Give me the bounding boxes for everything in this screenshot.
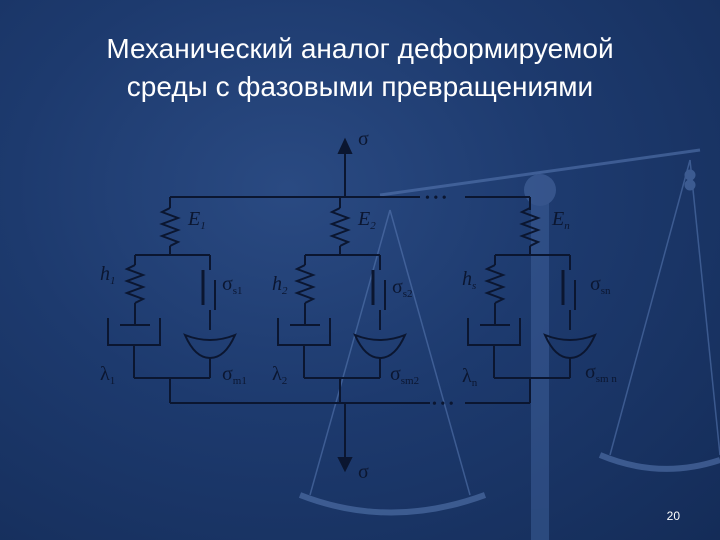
- scale-pan-left: [298, 492, 487, 516]
- label-E1: E1: [187, 208, 206, 232]
- label-sigma-sn: σsn: [590, 273, 611, 297]
- branch-3: [466, 195, 597, 405]
- branch-1: [107, 197, 237, 403]
- scale-string-left-b: [389, 209, 471, 496]
- sigma-bottom-label: σ: [358, 461, 369, 483]
- label-lambda1: λ1: [100, 363, 115, 387]
- label-lambdan: λn: [462, 365, 478, 389]
- scale-pivot: [524, 174, 556, 206]
- slide-number: 20: [666, 509, 680, 523]
- sigma-top-label: σ: [358, 128, 369, 150]
- ellipsis-bottom: • • •: [432, 397, 454, 412]
- title-line-1: Механический аналог деформируемой: [106, 33, 614, 64]
- sigma-arrow-up: [337, 137, 353, 154]
- label-h1: h1: [100, 263, 116, 287]
- sigma-arrow-down: [337, 457, 353, 473]
- slide-title: Механический аналог деформируемой среды …: [0, 30, 720, 106]
- label-sigma-smn: σsm n: [585, 361, 617, 385]
- label-hs: hs: [462, 268, 476, 292]
- scale-pan-right: [598, 452, 720, 472]
- label-lambda2: λ2: [272, 363, 287, 387]
- title-line-2: среды с фазовыми превращениями: [126, 71, 594, 102]
- label-En: En: [551, 208, 570, 232]
- label-sigma-m1: σm1: [222, 363, 247, 387]
- label-sigma-s2: σs2: [392, 276, 413, 300]
- ellipsis-top: • • •: [425, 191, 447, 206]
- scale-beam: [379, 148, 701, 197]
- branch-2: [276, 195, 407, 405]
- label-sigma-s1: σs1: [222, 273, 243, 297]
- scale-string-right-b: [689, 159, 720, 456]
- label-E2: E2: [357, 208, 376, 232]
- scale-chain-dot: [684, 169, 696, 181]
- scale-chain-dot: [684, 179, 696, 191]
- scale-string-left-a: [309, 209, 391, 496]
- label-h2: h2: [272, 273, 288, 297]
- label-sigma-sm2: σsm2: [390, 363, 419, 387]
- scale-string-right-a: [609, 159, 691, 456]
